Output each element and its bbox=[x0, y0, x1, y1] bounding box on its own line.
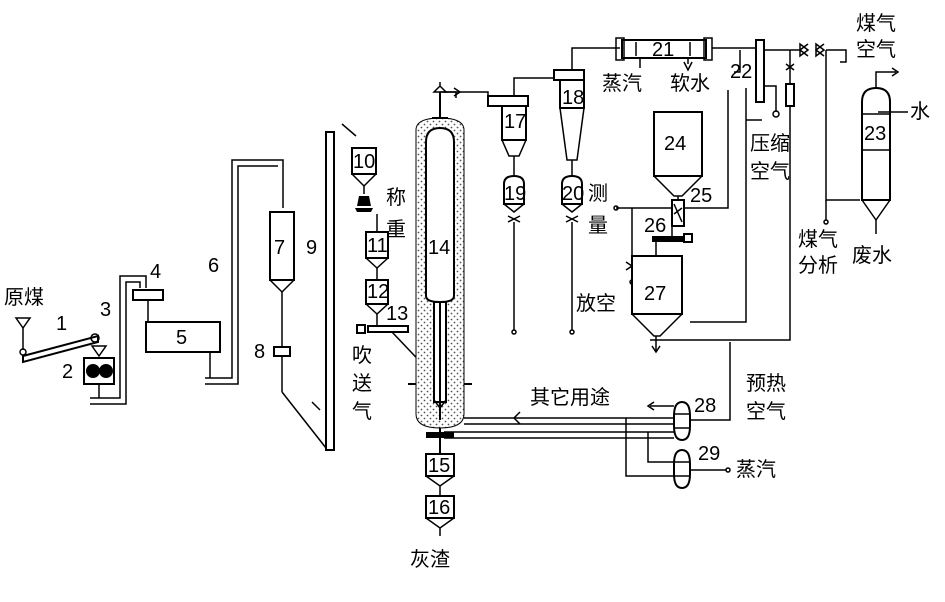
number-17: 17 bbox=[504, 111, 526, 133]
crusher-2 bbox=[83, 345, 115, 398]
label-gas-top-2: 空气 bbox=[856, 37, 896, 61]
number-23: 23 bbox=[864, 123, 886, 145]
text-labels: 原煤 称 重 吹 送 气 测 量 放空 蒸汽 软水 压缩 空气 煤气 空气 水 … bbox=[4, 11, 930, 571]
bucket-elevator-3 bbox=[90, 275, 147, 405]
gas-pipe-to-scrubber bbox=[823, 50, 860, 225]
bottom-pipes bbox=[444, 411, 674, 477]
hopper-10 bbox=[351, 147, 377, 194]
valves-top bbox=[650, 42, 847, 341]
screen-4 bbox=[132, 289, 164, 322]
preheater-28 bbox=[646, 342, 731, 442]
dryer-5 bbox=[145, 321, 221, 378]
label-gas-analysis-2: 分析 bbox=[798, 253, 838, 277]
weigh-scale bbox=[355, 196, 378, 232]
number-1: 1 bbox=[56, 313, 67, 335]
scrubber-23 bbox=[861, 67, 908, 234]
label-weigh-2: 重 bbox=[386, 217, 406, 241]
storage-27 bbox=[631, 242, 683, 354]
elevator-6 bbox=[205, 159, 284, 385]
ash-hopper-16 bbox=[425, 495, 455, 536]
label-vent: 放空 bbox=[576, 291, 616, 315]
lock-hopper-12 bbox=[365, 279, 389, 326]
gas-outlet-pipe bbox=[440, 91, 489, 96]
label-preheat-2: 空气 bbox=[746, 399, 786, 423]
gasifier-14 bbox=[408, 82, 472, 429]
number-12: 12 bbox=[367, 281, 389, 303]
number-7: 7 bbox=[274, 237, 285, 259]
label-preheat-1: 预热 bbox=[746, 371, 786, 395]
number-13: 13 bbox=[386, 303, 408, 325]
heat-exchanger-21 bbox=[615, 37, 756, 72]
receiver-20 bbox=[561, 174, 583, 335]
number-11: 11 bbox=[367, 235, 388, 257]
label-water: 水 bbox=[910, 99, 930, 123]
label-other-use: 其它用途 bbox=[530, 385, 610, 409]
raw-coal-hopper bbox=[14, 317, 32, 356]
label-gas-analysis-1: 煤气 bbox=[798, 227, 838, 251]
label-raw-coal: 原煤 bbox=[4, 285, 44, 309]
number-15: 15 bbox=[428, 455, 450, 477]
label-blow-2: 送 bbox=[352, 371, 372, 395]
label-soft-water: 软水 bbox=[670, 71, 710, 95]
ash-hopper-15 bbox=[425, 453, 455, 496]
cyclone-17 bbox=[487, 70, 557, 176]
receiver-19 bbox=[503, 174, 525, 335]
label-comp-air-1: 压缩 bbox=[750, 131, 790, 155]
number-20: 20 bbox=[562, 183, 584, 205]
number-21: 21 bbox=[652, 39, 674, 61]
number-4: 4 bbox=[150, 261, 161, 283]
number-16: 16 bbox=[428, 497, 450, 519]
number-29: 29 bbox=[698, 443, 720, 465]
number-22: 22 bbox=[730, 61, 752, 83]
belt-conveyor-1 bbox=[22, 333, 100, 364]
number-26: 26 bbox=[644, 215, 666, 237]
number-2: 2 bbox=[62, 361, 73, 383]
number-9: 9 bbox=[306, 237, 317, 259]
steam-generator-29 bbox=[673, 448, 731, 490]
number-10: 10 bbox=[353, 151, 375, 173]
cooler-25 bbox=[613, 90, 729, 285]
number-19: 19 bbox=[504, 183, 526, 205]
hopper-24 bbox=[653, 111, 703, 200]
lock-hopper-11 bbox=[365, 231, 389, 280]
feeder-26 bbox=[652, 226, 693, 243]
label-waste-water: 废水 bbox=[852, 243, 892, 267]
label-comp-air-2: 空气 bbox=[750, 159, 790, 183]
number-8: 8 bbox=[254, 341, 265, 363]
label-gas-top-1: 煤气 bbox=[856, 11, 896, 35]
label-blow-1: 吹 bbox=[352, 343, 372, 367]
number-3: 3 bbox=[100, 299, 111, 321]
cyclone-18 bbox=[553, 47, 620, 176]
number-25: 25 bbox=[690, 185, 712, 207]
equipment-numbers: 1 2 3 4 5 6 7 8 9 10 11 12 13 14 15 16 1… bbox=[56, 39, 886, 519]
feeder-8 bbox=[273, 346, 291, 392]
inclined-conveyor-9 bbox=[281, 123, 357, 451]
number-14: 14 bbox=[428, 237, 450, 259]
number-28: 28 bbox=[694, 395, 716, 417]
ash-valve bbox=[426, 428, 454, 454]
compressed-air-line bbox=[690, 88, 762, 323]
number-27: 27 bbox=[644, 283, 666, 305]
number-24: 24 bbox=[664, 133, 686, 155]
number-6: 6 bbox=[208, 255, 219, 277]
number-18: 18 bbox=[562, 87, 584, 109]
silo-7 bbox=[269, 211, 295, 346]
label-ash: 灰渣 bbox=[410, 547, 450, 571]
label-weigh-1: 称 bbox=[386, 185, 406, 209]
label-measure-2: 量 bbox=[588, 213, 608, 237]
label-steam-bottom: 蒸汽 bbox=[736, 457, 776, 481]
number-5: 5 bbox=[176, 327, 187, 349]
label-blow-3: 气 bbox=[352, 399, 372, 423]
label-steam-top: 蒸汽 bbox=[602, 71, 642, 95]
label-measure-1: 测 bbox=[588, 181, 608, 205]
